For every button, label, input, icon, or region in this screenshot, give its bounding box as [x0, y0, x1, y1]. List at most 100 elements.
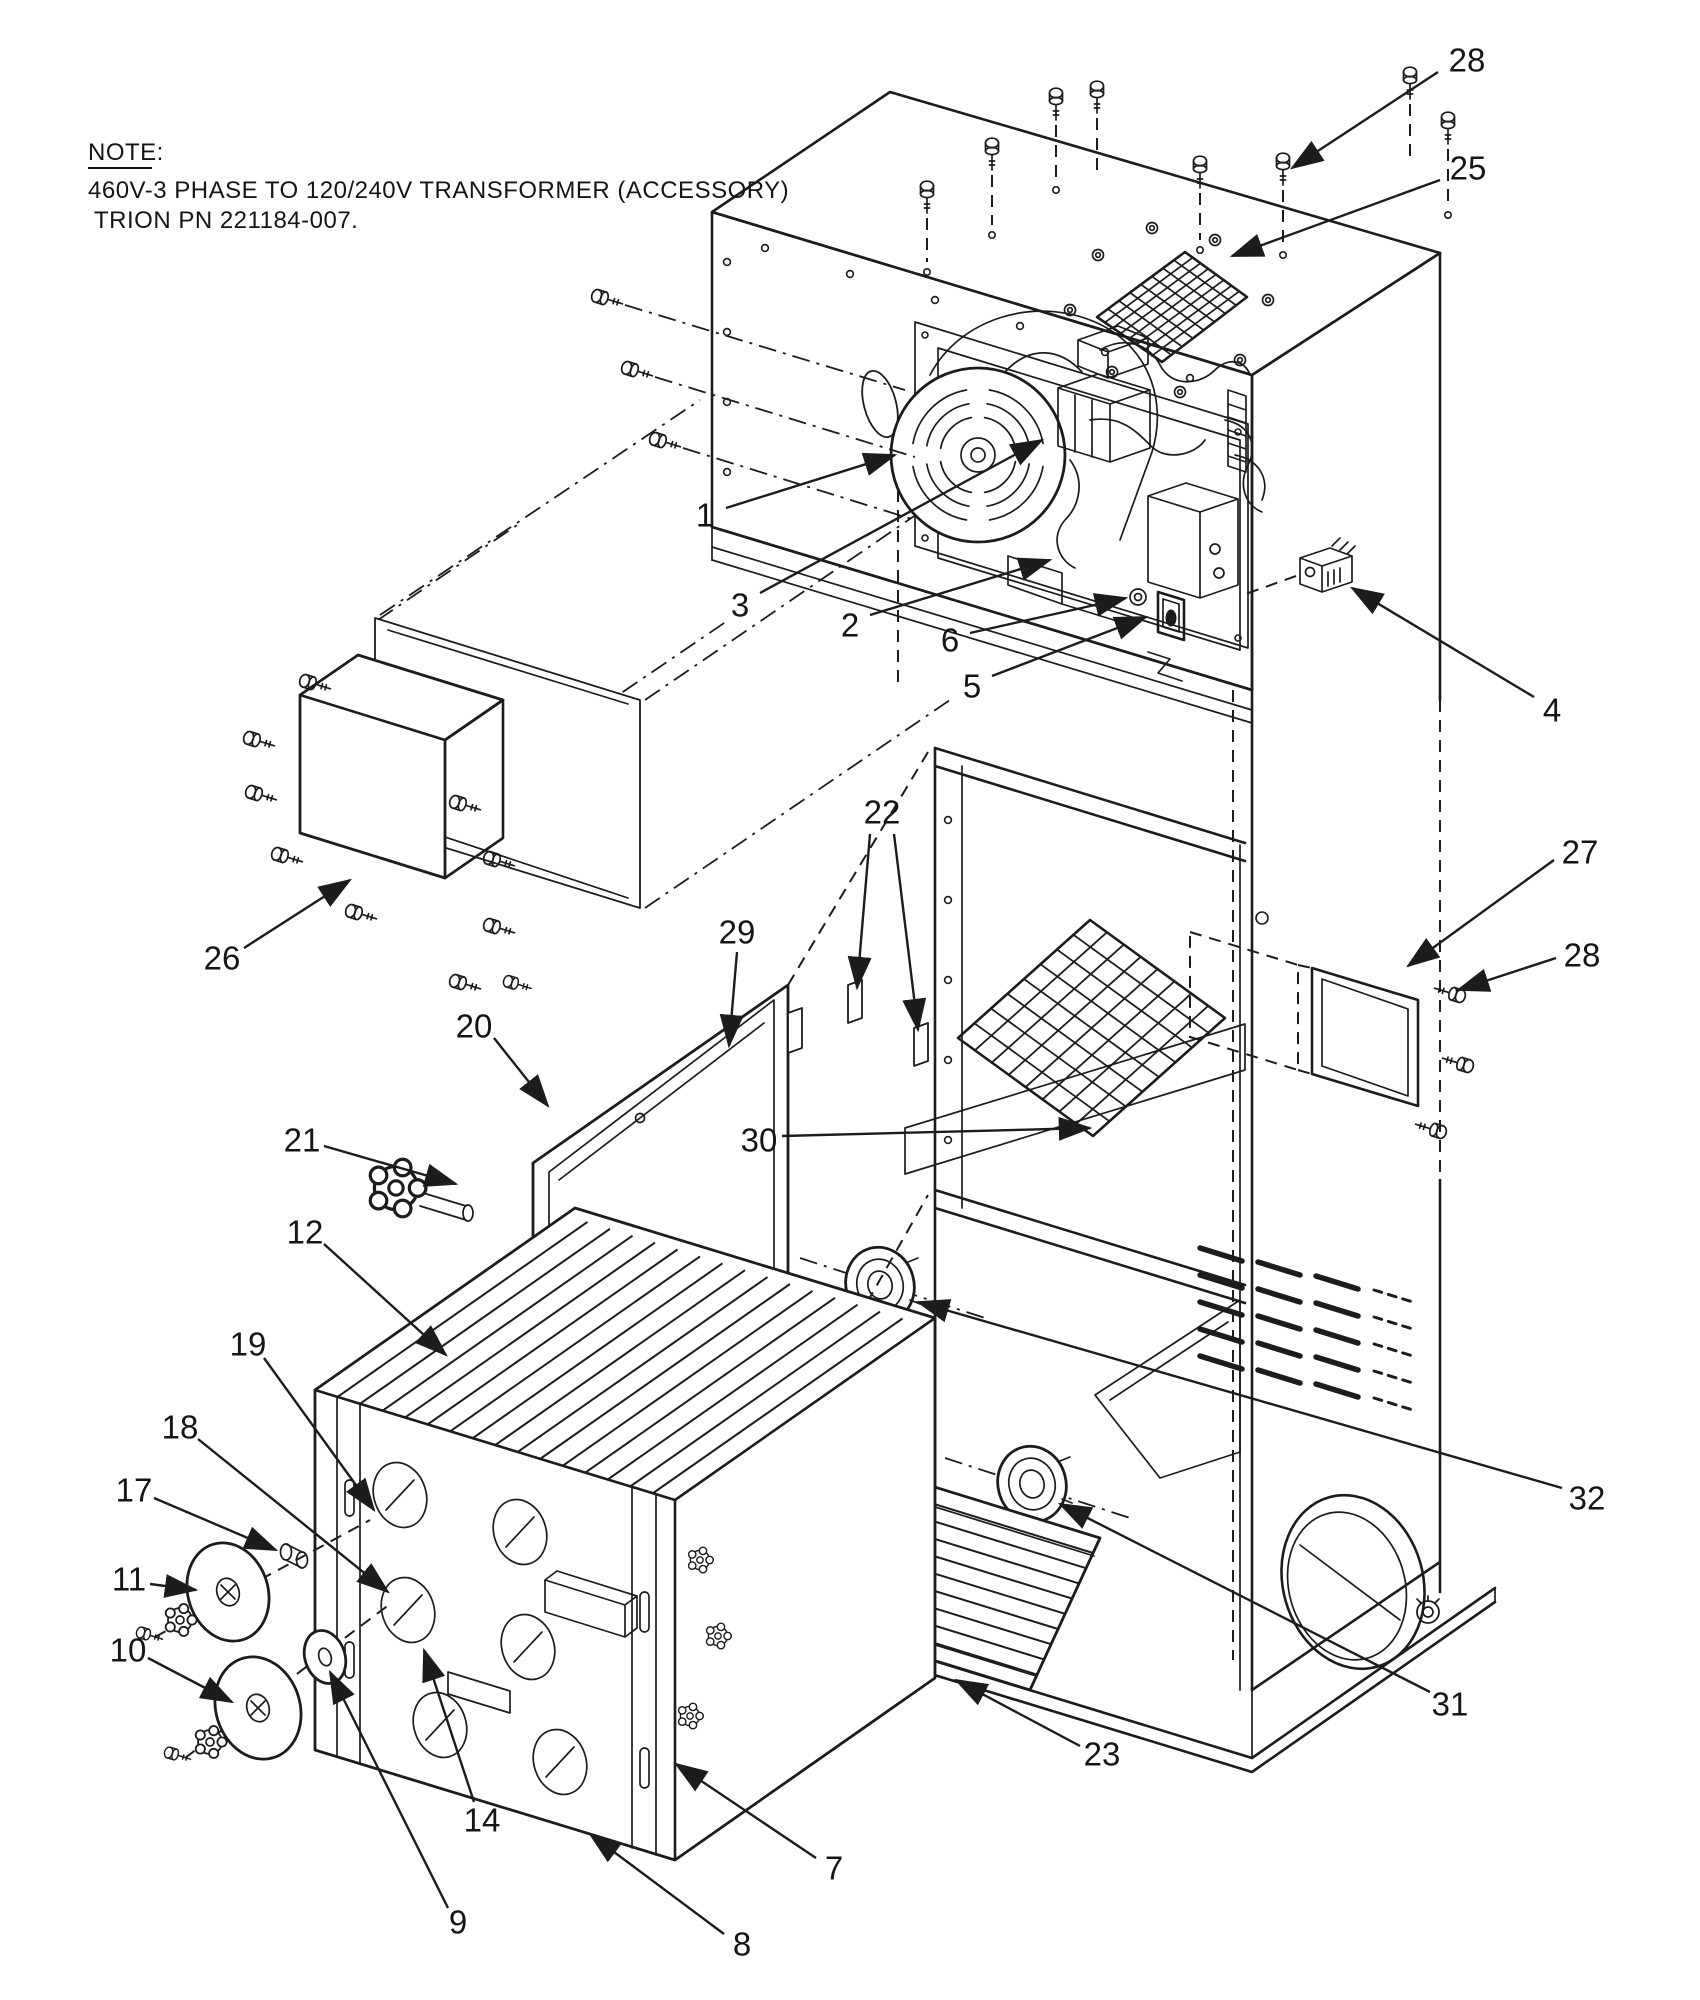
callout-7: 7 — [674, 1762, 843, 1887]
svg-text:30: 30 — [741, 1122, 778, 1159]
transformer-assembly — [241, 399, 951, 996]
blower-assembly — [861, 310, 1249, 649]
note-line-2: TRION PN 221184-007. — [94, 207, 358, 234]
svg-text:10: 10 — [110, 1632, 147, 1669]
cell-housing — [313, 1206, 937, 1862]
grommet — [1129, 588, 1147, 606]
screw-holes — [922, 186, 1453, 276]
svg-text:1: 1 — [696, 497, 714, 534]
callout-28-right: 28 — [1455, 937, 1601, 992]
cabinet-top-face — [710, 90, 1442, 377]
cable-bushing-lower — [944, 1444, 1131, 1524]
svg-text:31: 31 — [1432, 1686, 1469, 1723]
wiring — [1056, 341, 1266, 569]
svg-text:28: 28 — [1564, 937, 1601, 974]
svg-text:21: 21 — [284, 1122, 321, 1159]
callout-11: 11 — [112, 1561, 199, 1598]
collector-cell — [313, 1206, 937, 1862]
cell-handle — [544, 1570, 638, 1638]
right-face-bottom-edge — [1250, 1560, 1442, 1692]
wire-mesh-grid — [956, 918, 1227, 1138]
door-screw — [501, 973, 534, 995]
callout-26: 26 — [204, 878, 353, 977]
door-opening-sill — [933, 1188, 1247, 1305]
svg-text:18: 18 — [162, 1409, 199, 1446]
motor-end-bell — [861, 369, 899, 439]
svg-text:22: 22 — [864, 794, 901, 831]
svg-text:32: 32 — [1569, 1480, 1606, 1517]
svg-text:27: 27 — [1562, 834, 1599, 871]
projection-centerlines — [377, 399, 951, 909]
lid-screws — [919, 66, 1456, 214]
svg-text:11: 11 — [112, 1561, 146, 1598]
cabinet-body — [710, 90, 1497, 1774]
power-block — [1147, 482, 1239, 599]
upper-box-bottom-edge — [710, 525, 1254, 692]
callouts: 28 25 1 3 2 6 5 4 — [110, 42, 1606, 1963]
interior-shelf — [904, 1023, 1246, 1479]
hinge-leaf — [847, 979, 863, 1024]
duct-opening — [1280, 1493, 1426, 1671]
fan-guard-slots — [912, 389, 1044, 521]
louver-vents — [1255, 1259, 1303, 1386]
top-grille-assembly — [919, 66, 1456, 399]
right-face-top-edge — [1250, 251, 1442, 377]
callout-5: 5 — [963, 615, 1149, 705]
callout-2: 2 — [841, 557, 1053, 644]
hinge-leaf — [913, 1022, 929, 1067]
svg-text:9: 9 — [449, 1904, 467, 1941]
grille-grid — [1107, 259, 1237, 355]
callout-1: 1 — [696, 452, 898, 534]
callout-9: 9 — [328, 1669, 467, 1941]
callout-20: 20 — [456, 1008, 550, 1108]
duct-collar — [1189, 930, 1420, 1108]
callout-8: 8 — [588, 1832, 751, 1963]
callout-14: 14 — [422, 1647, 501, 1839]
contactor — [1057, 373, 1151, 463]
callout-6: 6 — [941, 593, 1129, 659]
cell-plates — [336, 1221, 904, 1495]
callout-31: 31 — [1057, 1502, 1469, 1723]
louver-vents-hidden — [1372, 1288, 1418, 1413]
door-opening-top-edge — [933, 746, 1247, 863]
door-hinge — [787, 1007, 803, 1054]
callout-18: 18 — [162, 1409, 390, 1594]
svg-text:26: 26 — [204, 940, 241, 977]
callout-21: 21 — [284, 1122, 459, 1187]
note-block: NOTE: 460V-3 PHASE TO 120/240V TRANSFORM… — [88, 139, 789, 234]
svg-text:20: 20 — [456, 1008, 493, 1045]
note-line-1: 460V-3 PHASE TO 120/240V TRANSFORMER (AC… — [88, 177, 789, 204]
svg-text:8: 8 — [733, 1926, 751, 1963]
note-title: NOTE: — [88, 139, 164, 166]
svg-text:4: 4 — [1543, 692, 1561, 729]
svg-text:19: 19 — [230, 1326, 267, 1363]
callout-25: 25 — [1229, 150, 1486, 258]
svg-text:14: 14 — [464, 1802, 501, 1839]
callout-22: 22 — [847, 794, 927, 1033]
channel-rail — [711, 546, 1253, 724]
grille-frame — [1095, 250, 1249, 364]
callout-19: 19 — [230, 1326, 376, 1512]
fan-guard — [889, 366, 1067, 544]
blower-scroll — [929, 310, 1159, 541]
callout-28-top: 28 — [1289, 42, 1486, 170]
callout-23: 23 — [953, 1678, 1120, 1773]
callout-29: 29 — [719, 914, 756, 1049]
svg-text:3: 3 — [731, 587, 749, 624]
callout-30: 30 — [741, 1116, 1093, 1159]
svg-text:29: 29 — [719, 914, 756, 951]
fastener-hardware — [134, 1519, 391, 1766]
cell-label-plate — [447, 1671, 511, 1714]
switch-bracket — [1147, 651, 1183, 682]
svg-text:2: 2 — [841, 607, 859, 644]
svg-text:28: 28 — [1449, 42, 1486, 79]
interlock-connector — [1239, 537, 1356, 597]
callout-10: 10 — [110, 1632, 235, 1704]
callout-12: 12 — [287, 1214, 448, 1357]
louver-vents — [1313, 1273, 1361, 1400]
toggle-switch — [1147, 590, 1186, 682]
callout-32: 32 — [915, 1299, 1606, 1517]
washer-10-group — [162, 1629, 348, 1766]
